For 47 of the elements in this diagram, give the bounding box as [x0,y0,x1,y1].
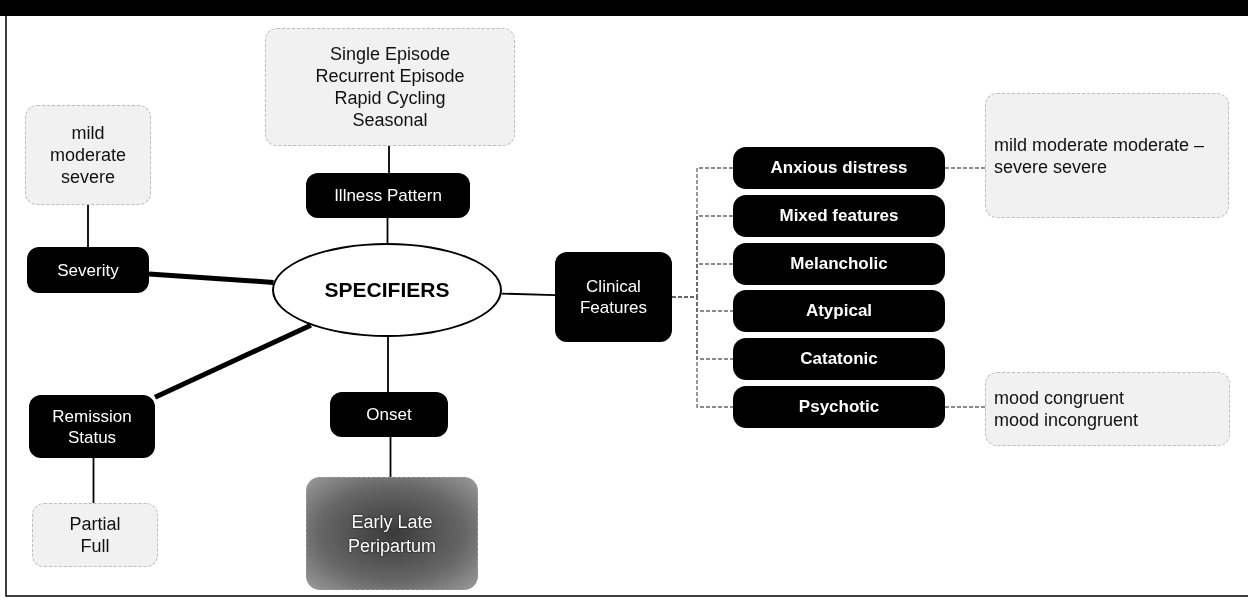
option-box [25,105,151,205]
dashed-connector [944,406,986,408]
connector-line [388,145,390,174]
option-box [985,93,1229,218]
connector-line [92,457,95,504]
node-label: Remission Status [51,405,133,448]
connector-line [389,436,392,478]
connector-line [387,336,389,393]
category-box [29,395,155,458]
node-label: Onset [366,404,412,425]
node-label: Early Late Peripartum [348,510,436,558]
node-label: Catatonic [800,349,878,369]
node-label: Partial Full [69,513,121,557]
option-box [32,503,158,567]
category-box [330,392,448,437]
option-box [306,477,478,590]
feature-pill [733,147,945,189]
node-label: mild moderate severe [50,122,126,188]
node-label: Illness Pattern [334,185,442,206]
connector-line [500,292,556,297]
feature-pill [733,243,945,285]
node-label: Single Episode Recurrent Episode Rapid Cycling Seasonal [314,43,466,131]
thick-connector [153,322,312,400]
dashed-connector [944,167,986,169]
node-label: Clinical Features [578,276,649,318]
feature-pill [733,195,945,237]
thick-connector [148,271,274,285]
dashed-connector [671,296,734,408]
node-label: Mixed features [779,206,899,226]
option-box [985,372,1230,446]
node-label: mood congruent mood incongruent [994,387,1140,431]
node-label: SPECIFIERS [324,278,450,302]
connector-line [87,204,89,248]
category-box [306,173,470,218]
node-label: Melancholic [790,254,888,274]
feature-pill [733,290,945,332]
node-label: Severity [57,259,119,281]
node-label: mild moderate moderate – severe severe [994,133,1206,178]
feature-pill [733,386,945,428]
category-box [27,247,149,293]
node-label: Psychotic [798,397,880,417]
category-box [555,252,672,342]
option-box [265,28,515,146]
connector-line [386,217,389,244]
node-label: Anxious distress [770,158,908,178]
feature-pill [733,338,945,380]
node-label: Atypical [805,301,873,321]
